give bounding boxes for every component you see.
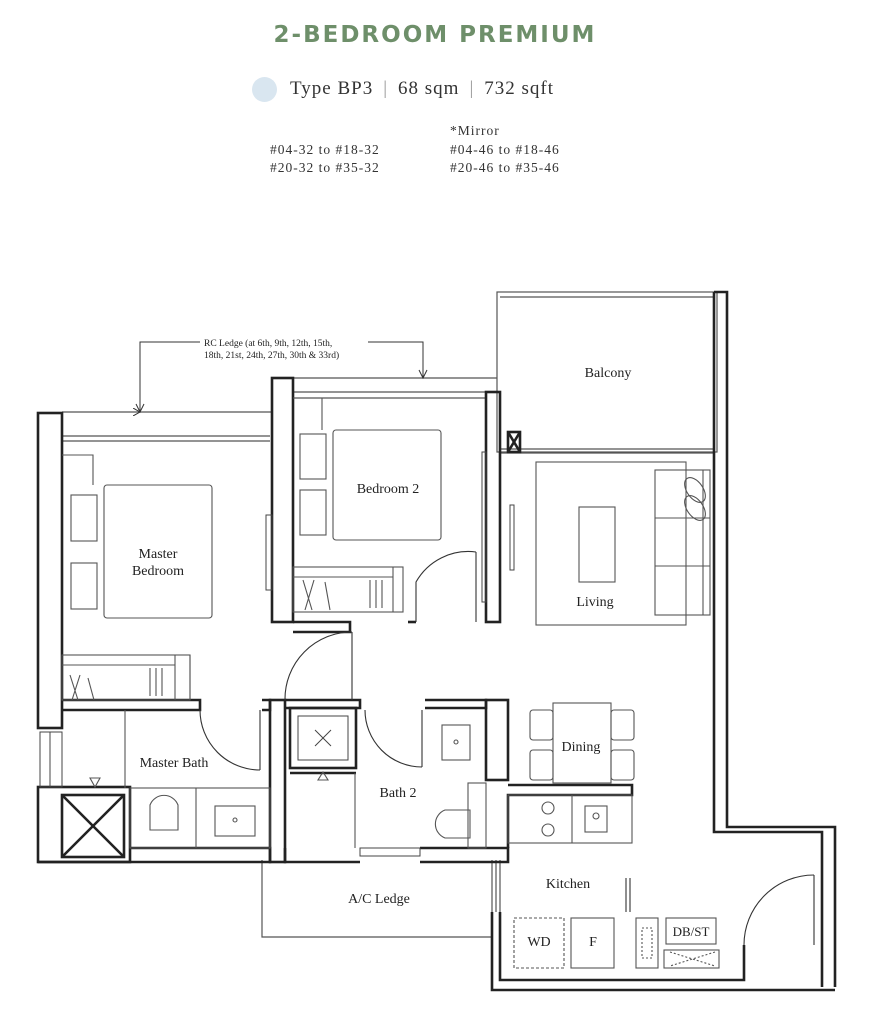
room-master-bedroom-2: Bedroom	[132, 564, 184, 579]
furniture	[61, 397, 720, 969]
walls	[36, 290, 837, 992]
unit-range: #20-46 to #35-46	[450, 160, 560, 175]
unit-range: #04-32 to #18-32	[270, 141, 380, 157]
area-sqft: 732 sqft	[484, 78, 555, 99]
plan-title: 2-BEDROOM PREMIUM	[273, 22, 597, 48]
rc-ledge-label-2: 18th, 21st, 24th, 27th, 30th & 33rd)	[204, 350, 339, 361]
room-kitchen: Kitchen	[546, 877, 590, 892]
room-balcony: Balcony	[585, 366, 632, 381]
rc-ledge-annotation: RC Ledge (at 6th, 9th, 12th, 15th, 18th,…	[136, 338, 428, 412]
room-living: Living	[576, 595, 613, 610]
separator: |	[469, 78, 475, 99]
room-master-bedroom-1: Master	[139, 547, 178, 562]
unit-range: #20-32 to #35-32	[270, 160, 380, 175]
room-dining: Dining	[562, 740, 601, 755]
area-sqm: 68 sqm	[398, 78, 460, 99]
doors	[199, 550, 815, 946]
unit-type-row: Type BP3 | 68 sqm | 732 sqft	[252, 74, 554, 104]
fridge-label: F	[589, 935, 597, 950]
separator: |	[383, 78, 389, 99]
shower-bath2	[297, 715, 349, 761]
room-bedroom-2: Bedroom 2	[357, 482, 420, 497]
unit-list-left: #04-32 to #18-32 #20-32 to #35-32	[270, 122, 380, 178]
unit-type: Type BP3	[290, 78, 374, 99]
washer-dryer-label: WD	[527, 935, 550, 950]
unit-list-mirror: *Mirror #04-46 to #18-46 #20-46 to #35-4…	[450, 122, 560, 178]
type-color-dot	[252, 76, 277, 102]
unit-range: #04-46 to #18-46	[450, 141, 560, 157]
balcony-outline	[496, 291, 718, 454]
mirror-label: *Mirror	[450, 123, 500, 138]
dbst-label: DB/ST	[673, 924, 710, 939]
windows	[39, 451, 515, 857]
rc-ledge-label-1: RC Ledge (at 6th, 9th, 12th, 15th,	[204, 338, 332, 349]
room-bath-2: Bath 2	[380, 786, 417, 801]
ac-ledge-outline	[261, 860, 501, 938]
room-master-bath: Master Bath	[140, 756, 209, 771]
room-ac-ledge: A/C Ledge	[348, 892, 410, 907]
rc-ledge	[62, 377, 497, 442]
